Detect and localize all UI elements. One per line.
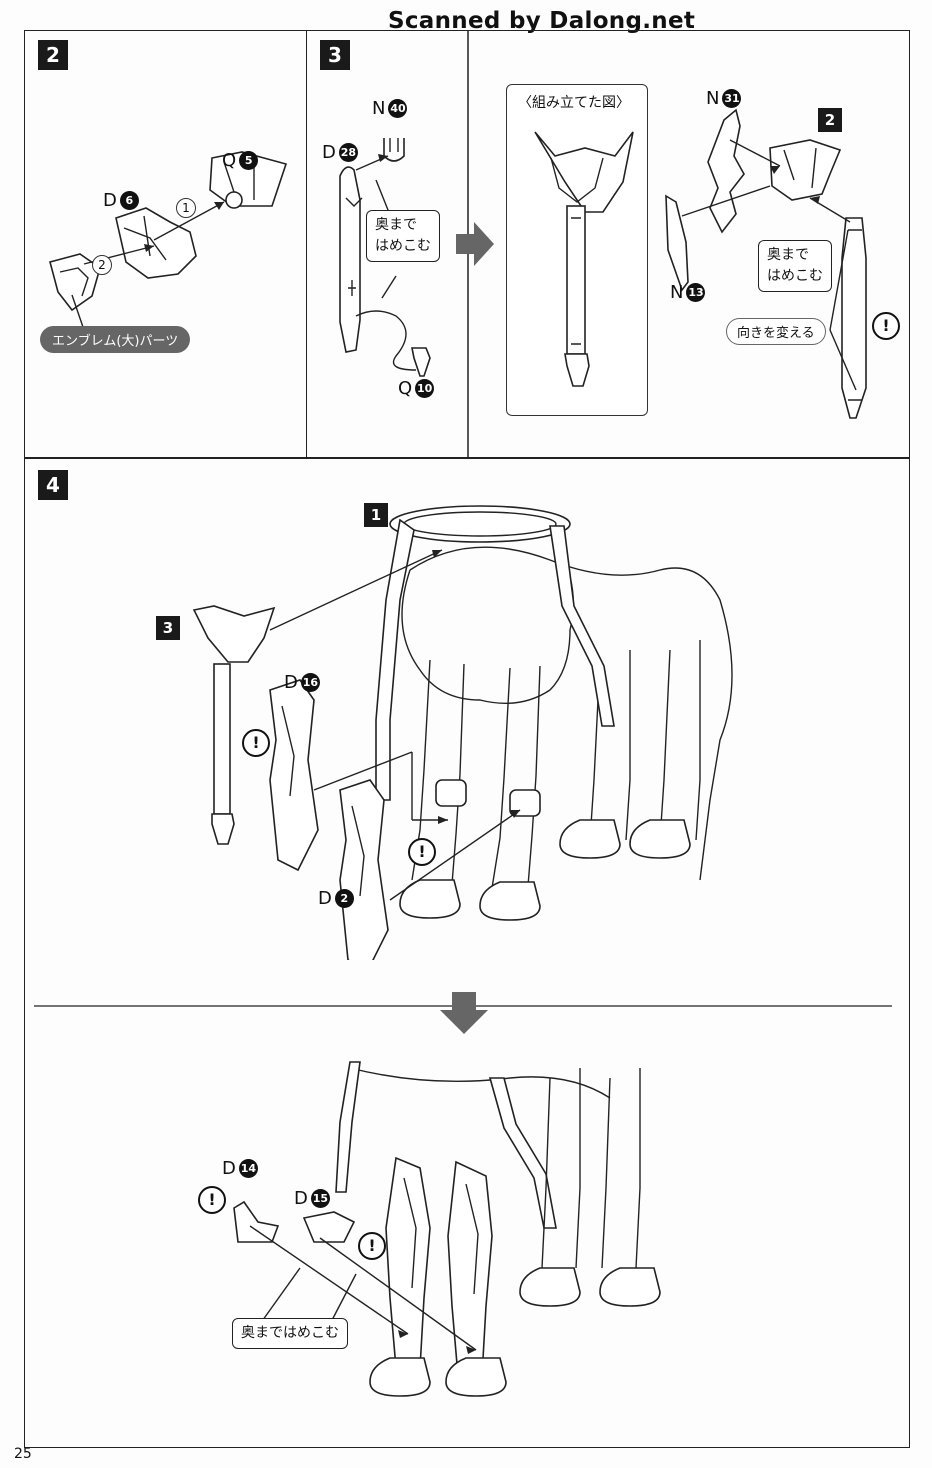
warning-icon: !: [872, 312, 900, 340]
push-in-callout-bottom: 奥まではめこむ: [232, 1318, 348, 1349]
order-marker-1: 1: [176, 198, 196, 218]
assembled-view-title: 〈組み立てた図〉: [518, 95, 630, 111]
emblem-parts-label: エンブレム(大)パーツ: [40, 326, 191, 353]
down-arrow-icon: [440, 992, 488, 1034]
horse-harness-drawing: [192, 505, 733, 960]
step3-panel: [306, 30, 910, 458]
push-in-callout-right: 奥まで はめこむ: [758, 240, 832, 292]
ref-badge-step1: 1: [364, 503, 388, 527]
warning-icon: !: [198, 1186, 226, 1214]
next-step-arrow-icon: [456, 222, 494, 266]
ref-badge-step3: 3: [156, 616, 180, 640]
step2-drawing: [49, 151, 288, 331]
horse-legs-armor-drawing: [233, 1061, 661, 1397]
push-in-callout-left: 奥まで はめこむ: [366, 210, 440, 262]
ref-badge-step2: 2: [818, 108, 842, 132]
warning-icon: !: [242, 729, 270, 757]
step2-badge: 2: [38, 40, 68, 70]
step3-right-drawing: [665, 108, 867, 419]
step3-badge: 3: [320, 40, 350, 70]
watermark-header: Scanned by Dalong.net: [388, 8, 696, 34]
change-orientation-label: 向きを変える: [726, 318, 826, 345]
step3-left-drawing: [339, 138, 431, 377]
warning-icon: !: [358, 1232, 386, 1260]
warning-icon: !: [408, 838, 436, 866]
order-marker-2: 2: [92, 255, 112, 275]
step4-panel: [24, 458, 910, 1448]
assembled-weapon-drawing: [534, 131, 634, 387]
step4-badge: 4: [38, 470, 68, 500]
page-number: 25: [14, 1446, 32, 1462]
